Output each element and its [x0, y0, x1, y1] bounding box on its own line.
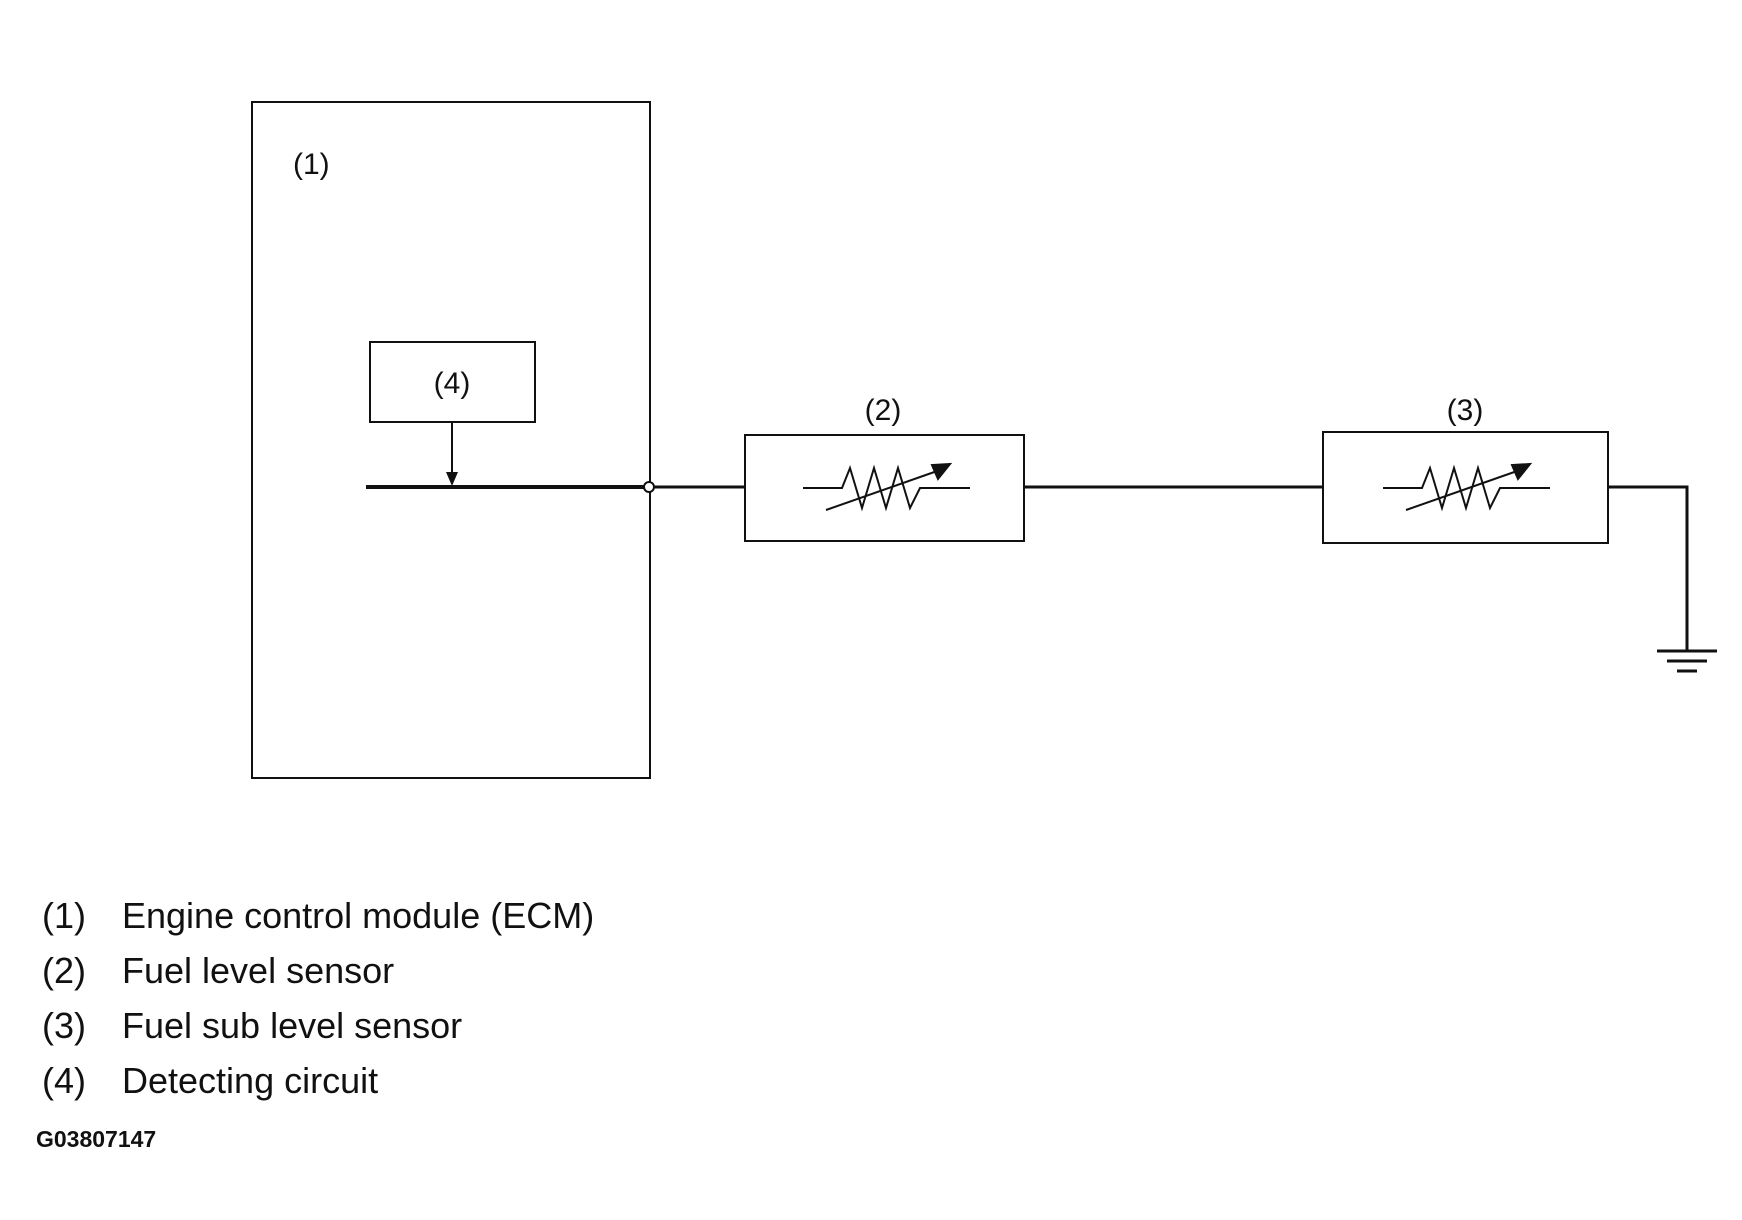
fuel-level-sensor-box: [744, 434, 1025, 542]
detecting-circuit-callout: (4): [434, 367, 471, 400]
legend-item: (2) Fuel level sensor: [42, 943, 594, 998]
variable-resistor-icon: [803, 462, 970, 512]
legend-number: (4): [42, 1059, 86, 1101]
ecm-callout: (1): [293, 148, 330, 181]
variable-resistor-icon: [1383, 462, 1550, 512]
legend-item: (4) Detecting circuit: [42, 1053, 594, 1108]
fuel-sub-level-sensor-box: [1322, 431, 1609, 544]
legend-number: (2): [42, 949, 86, 991]
legend-label: Detecting circuit: [122, 1059, 379, 1101]
ecm-box: [251, 101, 651, 779]
legend: (1) Engine control module (ECM) (2) Fuel…: [42, 888, 594, 1108]
legend-label: Fuel sub level sensor: [122, 1004, 463, 1046]
ecm-terminal: [643, 481, 655, 493]
figure-id: G03807147: [36, 1126, 157, 1152]
legend-label: Engine control module (ECM): [122, 894, 595, 936]
legend-number: (3): [42, 1004, 86, 1046]
legend-label: Fuel level sensor: [122, 949, 395, 991]
ground-icon: [1657, 649, 1717, 673]
fuel-level-sensor-callout: (2): [865, 394, 902, 427]
legend-item: (3) Fuel sub level sensor: [42, 998, 594, 1053]
detecting-arrow-head: [446, 472, 458, 486]
fuel-sub-level-sensor-callout: (3): [1447, 394, 1484, 427]
legend-number: (1): [42, 894, 86, 936]
legend-item: (1) Engine control module (ECM): [42, 888, 594, 943]
wire-to-ground: [1608, 485, 1689, 651]
